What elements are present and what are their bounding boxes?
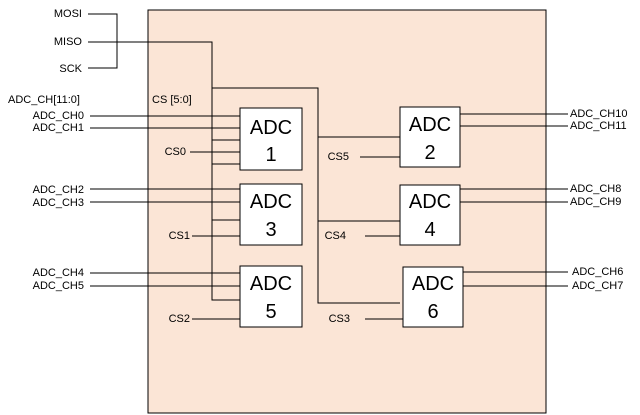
adc1-input-label: ADC_CH1 — [33, 122, 84, 134]
adc2-input-label: ADC_CH11 — [570, 120, 627, 132]
spi-wires — [88, 13, 400, 304]
adc2-number: 2 — [424, 142, 435, 164]
adc5-number: 5 — [265, 301, 276, 323]
mosi-label: MOSI — [54, 8, 82, 20]
adc4-block: ADC 4 — [399, 184, 461, 246]
adc6-input-label: ADC_CH7 — [572, 280, 623, 292]
adc4-input-label: ADC_CH9 — [570, 196, 621, 208]
sck-label: SCK — [59, 63, 82, 75]
adc1-number: 1 — [265, 144, 276, 166]
adc3-input-label: ADC_CH3 — [33, 197, 84, 209]
adc6-number: 6 — [427, 301, 438, 323]
adc6-title: ADC — [412, 273, 454, 295]
adc1-cs-label: CS0 — [165, 146, 186, 158]
adc5-input-label: ADC_CH4 — [33, 267, 84, 279]
adc2-block: ADC 2 — [399, 106, 461, 168]
adc4-number: 4 — [424, 219, 435, 241]
adc5-wires — [90, 272, 240, 320]
adc1-block: ADC 1 — [239, 107, 303, 171]
miso-label: MISO — [54, 36, 83, 48]
adc4-title: ADC — [409, 191, 451, 213]
adc4-input-label: ADC_CH8 — [570, 183, 621, 195]
adc1-wires — [90, 115, 240, 165]
board — [147, 9, 547, 414]
adc5-title: ADC — [250, 273, 292, 295]
adc2-wires — [318, 113, 568, 158]
adc3-input-label: ADC_CH2 — [33, 184, 84, 196]
adc6-wires — [365, 271, 568, 320]
adc6-block: ADC 6 — [402, 266, 464, 328]
adc3-title: ADC — [250, 191, 292, 213]
adc-ch-bus-label: ADC_CH[11:0] — [8, 94, 80, 106]
adc5-cs-label: CS2 — [169, 313, 190, 325]
adc3-number: 3 — [265, 219, 276, 241]
adc3-block: ADC 3 — [239, 183, 303, 246]
adc1-input-label: ADC_CH0 — [33, 110, 84, 122]
adc4-wires — [318, 188, 568, 237]
adc2-input-label: ADC_CH10 — [570, 108, 627, 120]
adc4-cs-label: CS4 — [325, 230, 346, 242]
adc2-title: ADC — [409, 114, 451, 136]
adc3-wires — [90, 188, 240, 237]
adc2-cs-label: CS5 — [328, 151, 349, 163]
cs-bus-label: CS [5:0] — [152, 94, 192, 106]
adc6-cs-label: CS3 — [329, 313, 350, 325]
adc3-cs-label: CS1 — [169, 230, 190, 242]
adc1-title: ADC — [250, 117, 292, 139]
adc5-block: ADC 5 — [239, 265, 303, 328]
adc6-input-label: ADC_CH6 — [572, 266, 623, 278]
adc5-input-label: ADC_CH5 — [33, 280, 84, 292]
